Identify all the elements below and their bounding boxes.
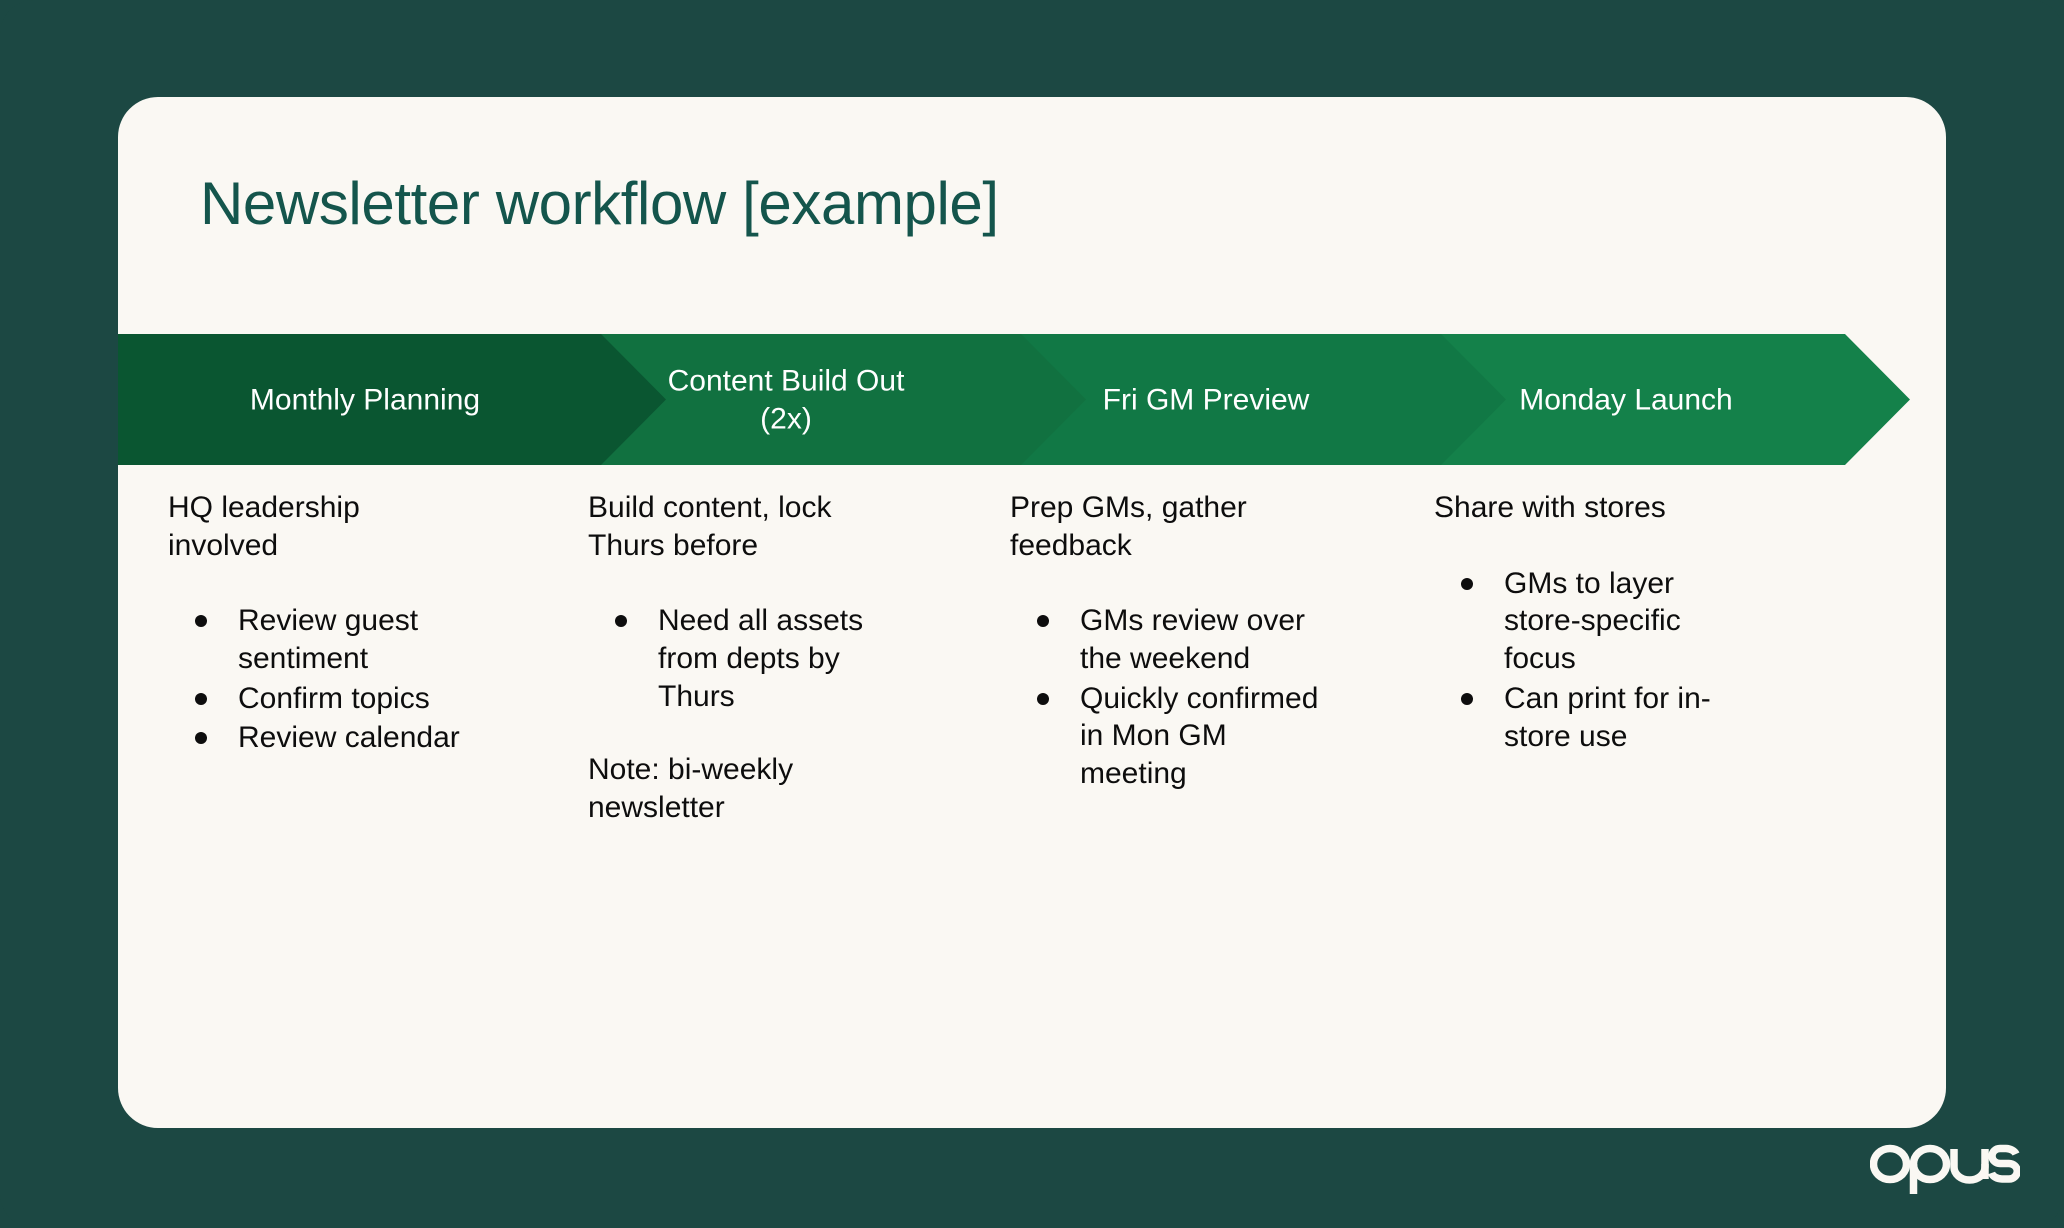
list-item-label: Confirm topics — [238, 681, 430, 715]
list-item: Can print for in-store use — [1434, 680, 1744, 756]
bullet-icon — [1037, 615, 1049, 627]
page-title: Newsletter workflow [example] — [200, 170, 999, 237]
list-item: Review guest sentiment — [168, 602, 478, 678]
list-item-label: Review calendar — [238, 721, 460, 755]
bullet-icon — [1037, 692, 1049, 705]
list-item-label: Quickly confirmed in Mon GM meeting — [1080, 681, 1319, 791]
chevron-stage-2 — [536, 334, 1086, 465]
stage-detail-columns: HQ leadership involved Review guest sent… — [118, 489, 1946, 827]
list-item: GMs review over the weekend — [1010, 602, 1320, 678]
list-item-label: Need all assets from depts by Thurs — [658, 604, 864, 713]
list-item: Confirm topics — [168, 680, 478, 718]
stage-note-2: Note: bi-weekly newsletter — [588, 753, 794, 825]
stage-bullets-1: Review guest sentiment Confirm topics Re… — [168, 602, 510, 757]
bullet-icon — [195, 732, 207, 745]
bullet-icon — [615, 615, 627, 627]
list-item: Review calendar — [168, 719, 478, 757]
stage-column-1: HQ leadership involved Review guest sent… — [118, 489, 540, 827]
bullet-icon — [1461, 692, 1473, 705]
list-item-label: GMs review over the weekend — [1080, 604, 1306, 675]
bullet-icon — [1461, 577, 1473, 590]
bullet-icon — [195, 692, 207, 705]
chevron-stage-1 — [118, 334, 666, 465]
stage-head-1: HQ leadership involved — [168, 491, 360, 562]
list-item-label: Can print for in-store use — [1504, 681, 1711, 753]
stage-column-2: Build content, lock Thurs before Need al… — [540, 489, 962, 827]
stage-bullets-2: Need all assets from depts by Thurs — [588, 602, 932, 715]
list-item-label: GMs to layer store-specific focus — [1504, 566, 1681, 676]
process-chevron-banner: Monthly Planning Content Build Out (2x) … — [118, 334, 1946, 465]
slide-card: Newsletter workflow [example] Monthly Pl… — [118, 97, 1946, 1128]
stage-column-3: Prep GMs, gather feedback GMs review ove… — [962, 489, 1384, 827]
opus-logo — [1870, 1142, 2020, 1198]
stage-head-3: Prep GMs, gather feedback — [1010, 491, 1247, 562]
stage-bullets-4: GMs to layer store-specific focus Can pr… — [1434, 565, 1816, 756]
list-item-label: Review guest sentiment — [238, 604, 419, 675]
chevron-stage-4 — [1376, 334, 1910, 465]
stage-head-4: Share with stores — [1434, 491, 1666, 524]
chevron-stage-3 — [956, 334, 1506, 465]
list-item: Need all assets from depts by Thurs — [588, 602, 898, 715]
bullet-icon — [195, 615, 207, 627]
list-item: Quickly confirmed in Mon GM meeting — [1010, 680, 1320, 793]
stage-bullets-3: GMs review over the weekend Quickly conf… — [1010, 602, 1354, 793]
list-item: GMs to layer store-specific focus — [1434, 565, 1744, 678]
stage-column-4: Share with stores GMs to layer store-spe… — [1384, 489, 1846, 827]
stage-head-2: Build content, lock Thurs before — [588, 491, 832, 562]
